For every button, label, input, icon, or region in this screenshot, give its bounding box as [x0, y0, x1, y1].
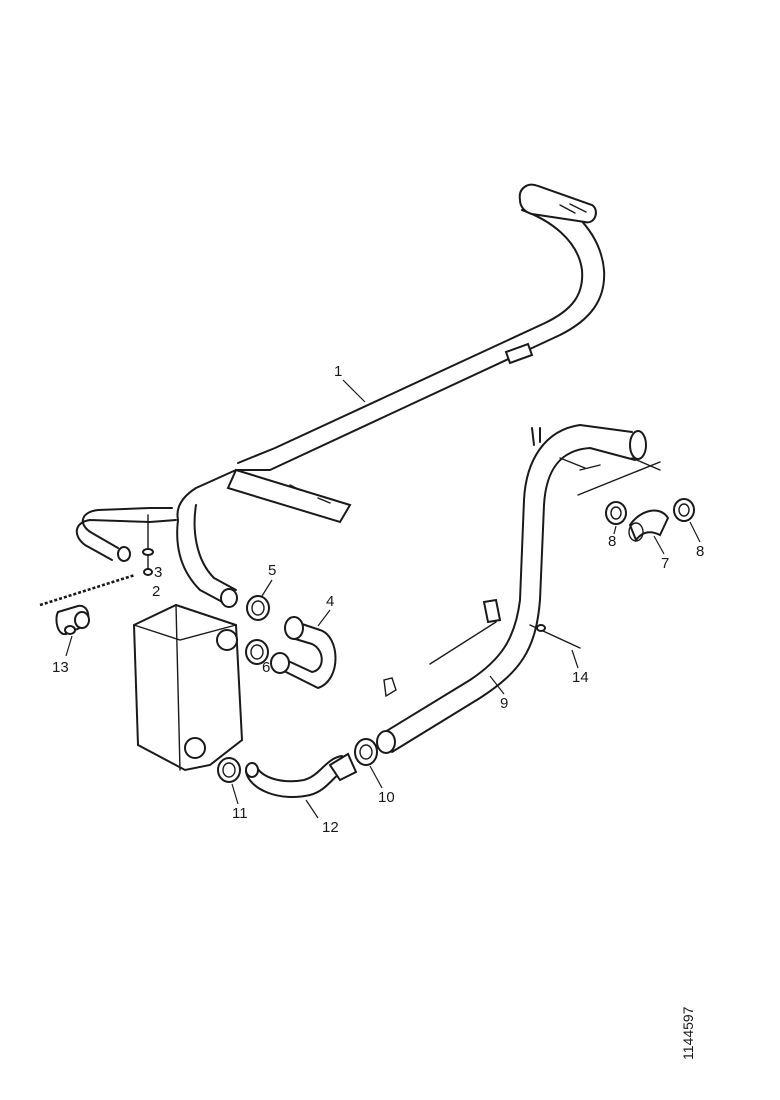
clamp-6 [245, 639, 269, 665]
callout-8-right: 8 [696, 543, 704, 560]
oil-cooler [132, 603, 244, 772]
callout-1: 1 [334, 363, 342, 380]
clamp-8-right [673, 498, 695, 522]
bolt-14 [529, 624, 581, 649]
pipe-1 [75, 183, 606, 608]
callout-12: 12 [322, 819, 339, 836]
hose-7 [628, 509, 670, 543]
callout-9: 9 [500, 695, 508, 712]
hose-4 [270, 616, 337, 689]
callout-7: 7 [661, 555, 669, 572]
clamp-5 [246, 595, 270, 621]
clamp-11 [217, 757, 241, 783]
callout-8-left: 8 [608, 533, 616, 550]
callout-13: 13 [52, 659, 69, 676]
callout-3: 3 [154, 564, 162, 581]
bolt-and-washer-2-3 [142, 514, 154, 576]
clamp-10 [354, 738, 378, 766]
callout-11: 11 [232, 805, 248, 822]
hose-12 [245, 752, 358, 799]
clamp-8-left [605, 501, 627, 525]
drawing-number: 1144597 [680, 1006, 696, 1060]
callout-6-left: 6 [262, 659, 270, 676]
callout-14: 14 [572, 669, 589, 686]
callout-2: 2 [152, 583, 160, 600]
fitting-13 [55, 604, 90, 636]
pipe-9 [376, 424, 661, 754]
callout-4: 4 [326, 593, 334, 610]
callout-5: 5 [268, 562, 276, 579]
callout-10: 10 [378, 789, 395, 806]
